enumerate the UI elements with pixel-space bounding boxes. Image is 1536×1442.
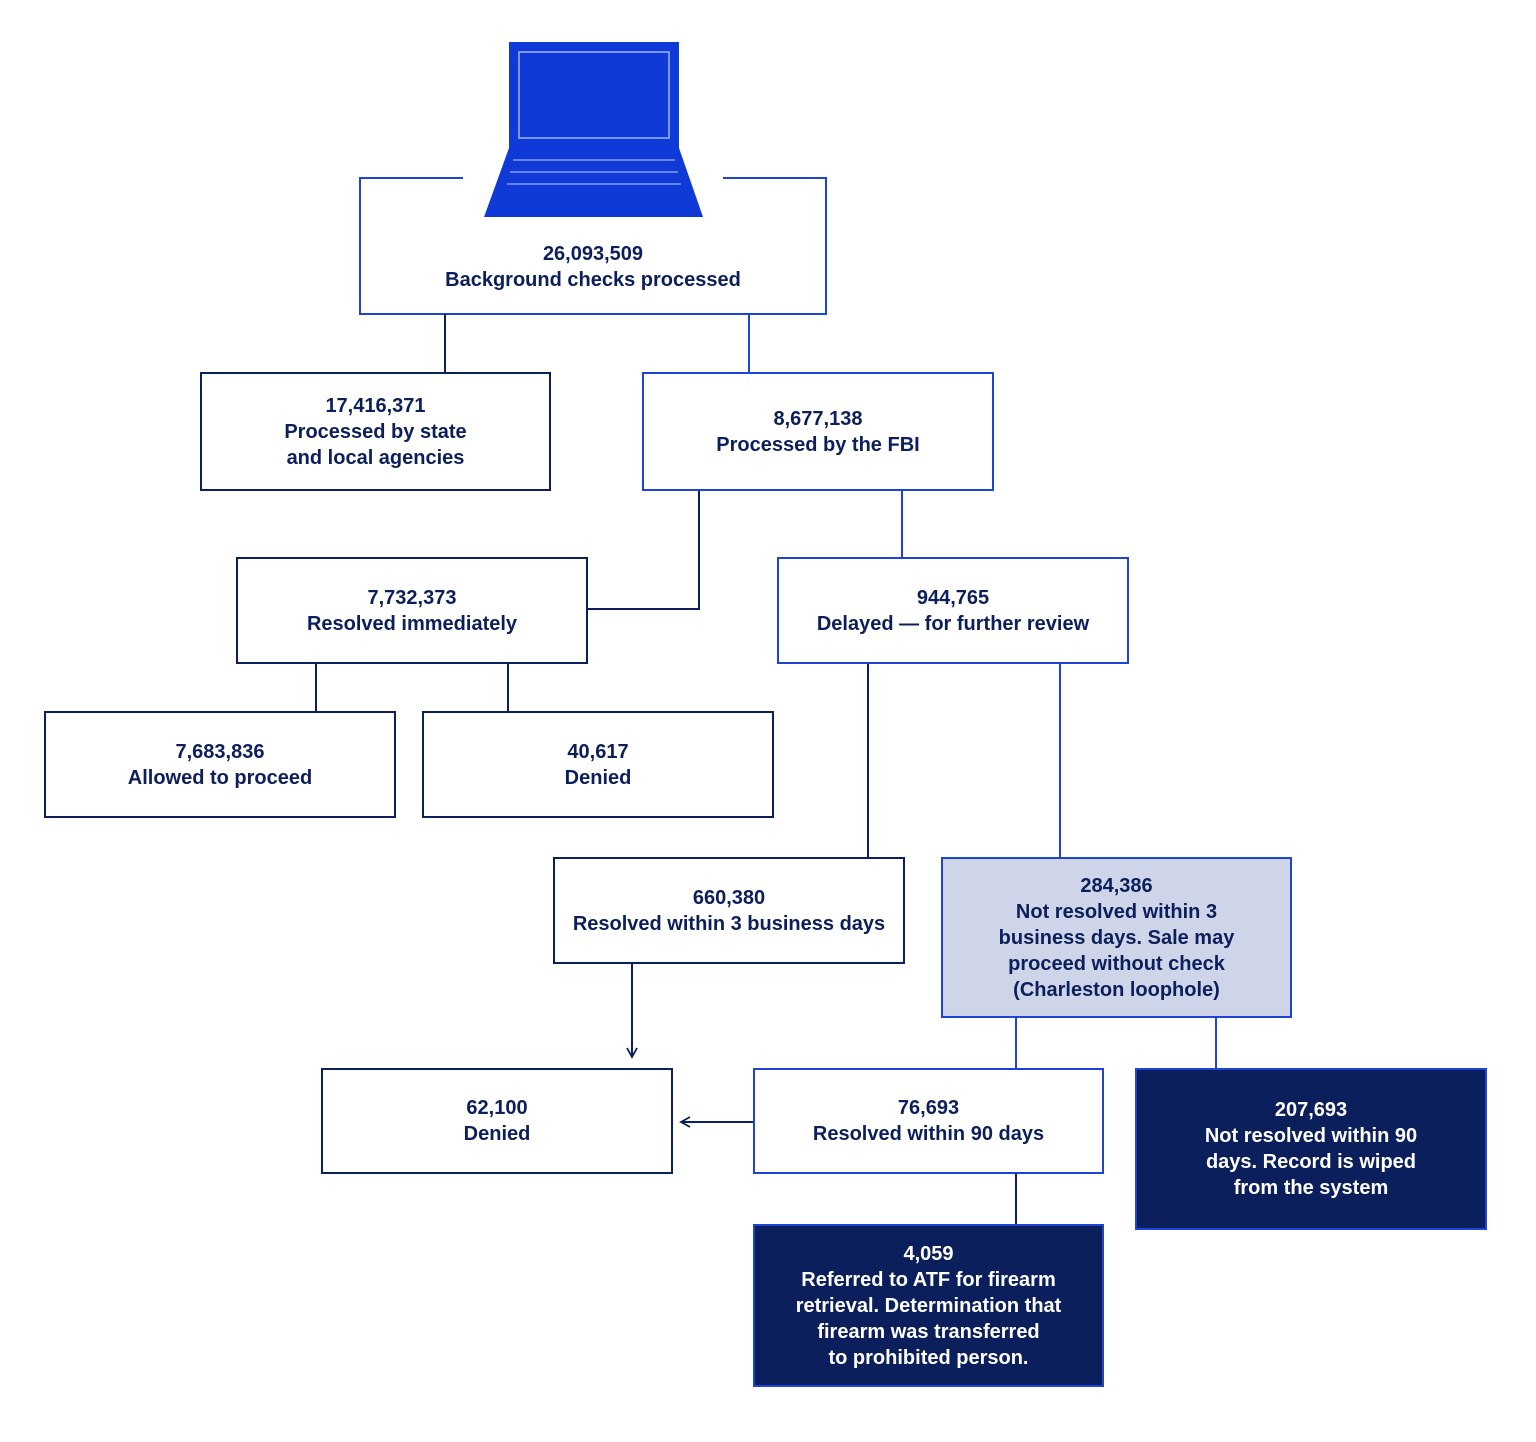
node-value: 660,380 [692, 886, 766, 909]
node-not-resolved-90-days: 207,693 Not resolved within 90 days. Rec… [1135, 1068, 1487, 1230]
node-state-local: 17,416,371 Processed by state and local … [200, 372, 551, 491]
node-label: Processed by the FBI [716, 433, 920, 456]
node-label: Not resolved within 90 days. Record is w… [1204, 1125, 1418, 1199]
node-value: 4,059 [903, 1242, 954, 1265]
node-value: 8,677,138 [773, 407, 863, 430]
node-value: 7,683,836 [175, 740, 265, 763]
node-label: Delayed — for further review [816, 612, 1090, 635]
node-value: 207,693 [1274, 1099, 1348, 1121]
node-label: Not resolved within 3 business days. Sal… [998, 900, 1235, 1001]
node-value: 76,693 [897, 1097, 960, 1119]
node-label: Denied [463, 1123, 531, 1145]
node-value: 26,093,509 [542, 243, 644, 265]
node-total-checks: 26,093,509 Background checks processed [362, 222, 824, 312]
node-label: Processed by state and local agencies [284, 420, 467, 469]
top-box-outline [359, 177, 827, 315]
node-allowed: 7,683,836 Allowed to proceed [44, 711, 396, 818]
node-label: Background checks processed [445, 269, 741, 291]
connector-fbi-resolved [587, 490, 700, 610]
node-value: 944,765 [916, 586, 990, 609]
node-resolved-immediately: 7,732,373 Resolved immediately [236, 557, 588, 664]
node-value: 40,617 [567, 740, 629, 763]
node-label: Allowed to proceed [127, 766, 313, 789]
node-resolved-3-days: 660,380 Resolved within 3 business days [553, 857, 905, 964]
node-value: 17,416,371 [325, 394, 426, 417]
node-delayed: 944,765 Delayed — for further review [777, 557, 1129, 664]
node-label: Referred to ATF for firearm retrieval. D… [795, 1268, 1062, 1369]
node-label: Resolved within 3 business days [572, 912, 886, 935]
node-value: 7,732,373 [367, 586, 457, 609]
node-denied-total: 62,100 Denied [321, 1068, 673, 1174]
node-label: Denied [564, 766, 632, 789]
node-referred-atf: 4,059 Referred to ATF for firearm retrie… [753, 1224, 1104, 1387]
node-label: Resolved immediately [306, 612, 518, 635]
node-label: Resolved within 90 days [812, 1123, 1045, 1145]
node-fbi: 8,677,138 Processed by the FBI [642, 372, 994, 491]
node-not-resolved-3-days: 284,386 Not resolved within 3 business d… [941, 857, 1292, 1018]
laptop-icon [484, 42, 703, 217]
node-denied-immediate: 40,617 Denied [422, 711, 774, 818]
node-resolved-90-days: 76,693 Resolved within 90 days [753, 1068, 1104, 1174]
node-value: 62,100 [466, 1097, 528, 1119]
node-value: 284,386 [1080, 874, 1153, 897]
